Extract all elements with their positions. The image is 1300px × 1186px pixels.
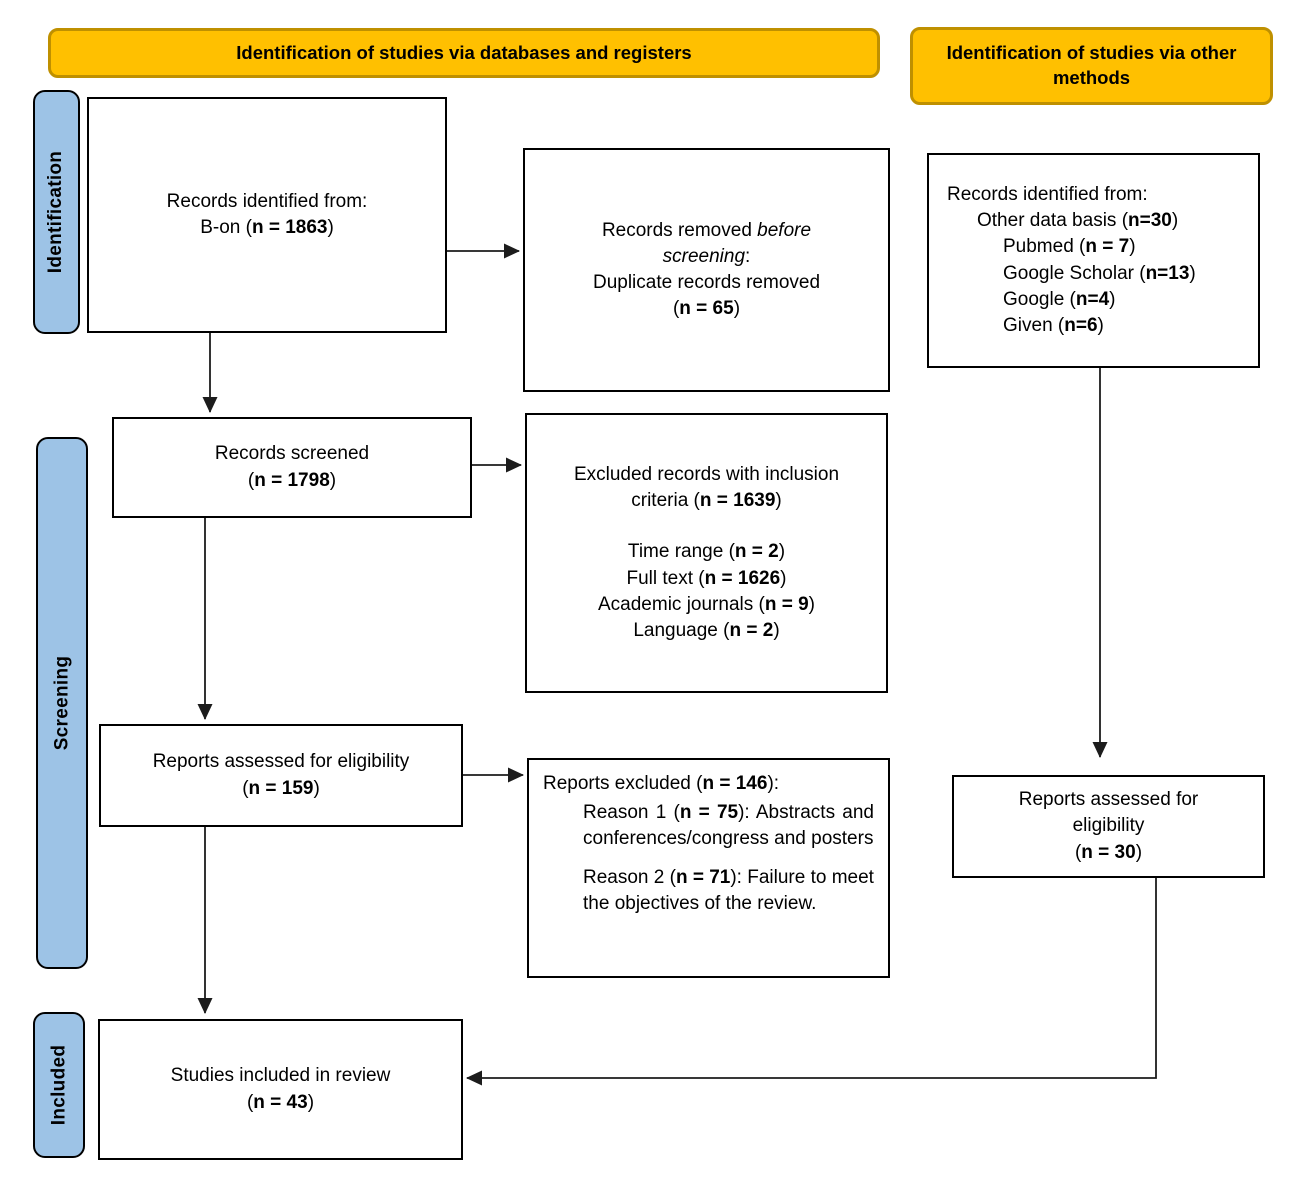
text-line: (n = 43) xyxy=(246,1091,315,1113)
text-line: Records screened xyxy=(214,443,370,465)
text-line: Duplicate records removed xyxy=(592,272,821,293)
text-line: Reports assessed for xyxy=(1018,789,1199,811)
text-line: eligibility xyxy=(1072,815,1145,837)
box-records-identified-other-methods: Records identified from: Other data basi… xyxy=(927,153,1260,368)
text-line: Google Scholar (n=13) xyxy=(1003,262,1196,284)
box-records-removed-before-screening: Records removed before screening: Duplic… xyxy=(523,148,890,392)
stage-label-screening: Screening xyxy=(36,437,88,969)
text-line: Reports assessed for eligibility xyxy=(152,751,410,773)
text-line: (n = 159) xyxy=(242,777,320,799)
stage-label-identification: Identification xyxy=(33,90,80,334)
header-other-methods: Identification of studies via other meth… xyxy=(910,27,1273,105)
text-line: Excluded records with inclusion xyxy=(573,463,840,485)
box-excluded-records: Excluded records with inclusion criteria… xyxy=(525,413,888,693)
text-line: (n = 1798) xyxy=(247,469,337,491)
stage-label-included-text: Included xyxy=(48,1044,70,1126)
text-line: criteria (n = 1639) xyxy=(631,490,782,512)
box-studies-included: Studies included in review (n = 43) xyxy=(98,1019,463,1160)
text-line: (n = 30) xyxy=(1074,841,1143,863)
stage-label-identification-text: Identification xyxy=(45,150,67,274)
text-line: Studies included in review xyxy=(170,1065,391,1087)
header-databases-registers: Identification of studies via databases … xyxy=(48,28,880,78)
text-line: Other data basis (n=30) xyxy=(977,210,1179,232)
stage-label-included: Included xyxy=(33,1012,85,1158)
text-line: Full text (n = 1626) xyxy=(626,567,787,589)
box-reports-assessed-other: Reports assessed for eligibility (n = 30… xyxy=(952,775,1265,878)
text-line: Records identified from: xyxy=(947,183,1148,205)
text-line: Records identified from: xyxy=(166,190,368,212)
text-line: screening: xyxy=(662,245,751,267)
box-records-screened: Records screened (n = 1798) xyxy=(112,417,472,518)
text-line: Records removed before xyxy=(601,219,812,241)
text-line: Reason 1 (n = 75): Abstracts and confere… xyxy=(583,802,874,850)
text-line: Reason 2 (n = 71): Failure to meet the o… xyxy=(583,866,874,914)
text-line: Pubmed (n = 7) xyxy=(1003,236,1136,258)
text-line: Language (n = 2) xyxy=(633,619,780,641)
text-line: Time range (n = 2) xyxy=(627,541,786,563)
box-records-identified-databases: Records identified from: B-on (n = 1863) xyxy=(87,97,447,333)
text-line: B-on (n = 1863) xyxy=(200,217,334,238)
text-line: Given (n=6) xyxy=(1003,314,1104,336)
box-reports-assessed-eligibility: Reports assessed for eligibility (n = 15… xyxy=(99,724,463,827)
text-line: Reports excluded (n = 146): xyxy=(543,773,780,794)
text-line: Academic journals (n = 9) xyxy=(598,593,815,615)
text-line: Google (n=4) xyxy=(1003,288,1116,310)
stage-label-screening-text: Screening xyxy=(51,655,73,751)
text-line: (n = 65) xyxy=(672,298,741,320)
box-reports-excluded: Reports excluded (n = 146): Reason 1 (n … xyxy=(527,758,890,978)
